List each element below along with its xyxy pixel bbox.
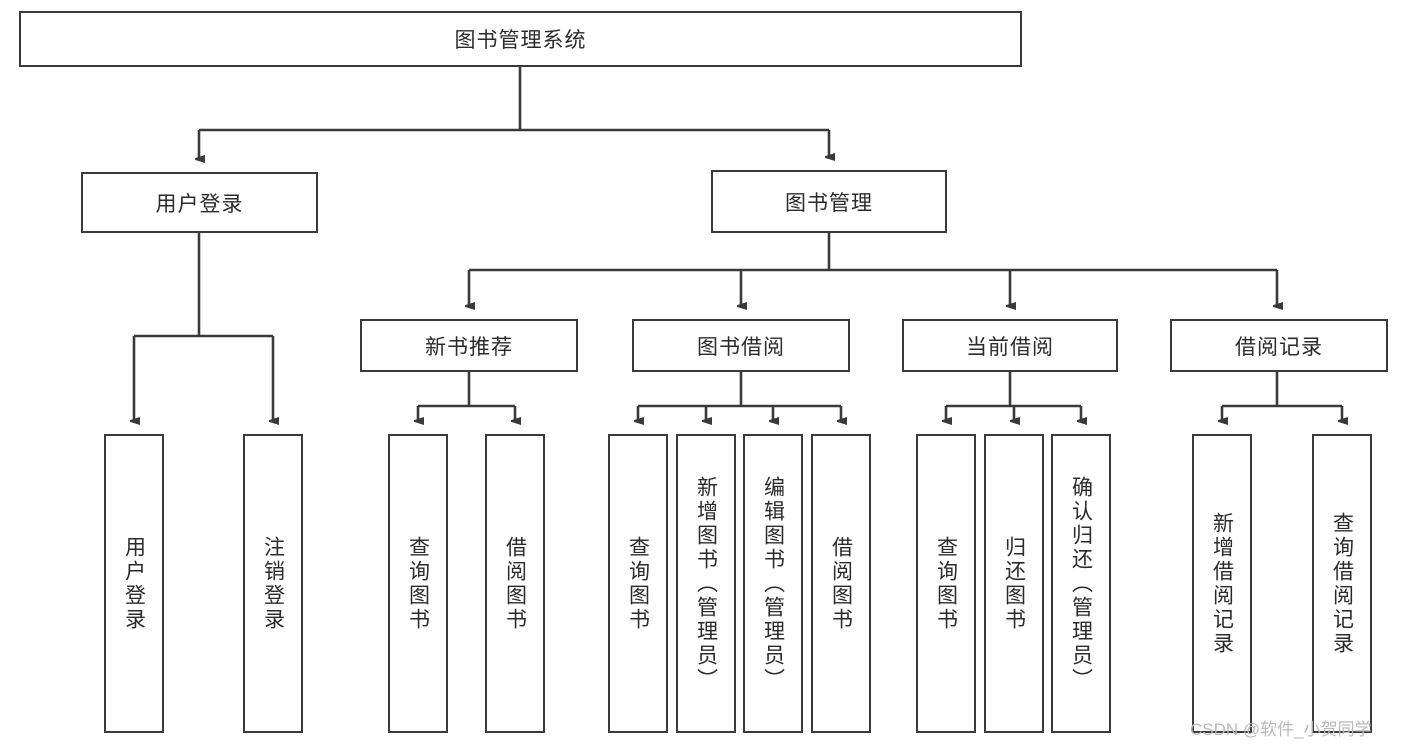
node-leaf-logout-label: 注销登录 [261,535,285,632]
node-leaf-query-book-2-label: 查询图书 [626,535,650,632]
node-leaf-query-book-3[interactable]: 查询图书 [916,434,976,733]
node-leaf-query-book-1[interactable]: 查询图书 [388,434,448,733]
node-leaf-query-record-label: 查询借阅记录 [1330,511,1354,656]
node-leaf-add-record-label: 新增借阅记录 [1210,511,1234,656]
node-leaf-borrow-book-1-label: 借阅图书 [503,535,527,632]
node-leaf-return-book-label: 归还图书 [1002,535,1026,632]
node-leaf-borrow-book-1[interactable]: 借阅图书 [485,434,545,733]
node-leaf-borrow-book-2[interactable]: 借阅图书 [811,434,871,733]
node-root[interactable]: 图书管理系统 [19,11,1022,67]
node-leaf-add-book-label: 新增图书（管理员） [694,475,718,692]
node-user-login-label: 用户登录 [155,192,244,216]
node-leaf-borrow-book-2-label: 借阅图书 [829,535,853,632]
node-book-borrow[interactable]: 图书借阅 [632,319,850,372]
node-new-book-recommend[interactable]: 新书推荐 [360,319,578,372]
node-leaf-add-record[interactable]: 新增借阅记录 [1192,434,1252,733]
node-borrow-record-label: 借阅记录 [1235,335,1323,359]
node-borrow-record[interactable]: 借阅记录 [1170,319,1388,372]
node-book-borrow-label: 图书借阅 [697,335,785,359]
node-root-label: 图书管理系统 [454,29,587,52]
node-leaf-edit-book[interactable]: 编辑图书（管理员） [743,434,803,733]
node-current-borrow-label: 当前借阅 [966,335,1054,359]
node-leaf-confirm-return[interactable]: 确认归还（管理员） [1051,434,1111,733]
node-leaf-query-book-1-label: 查询图书 [406,535,430,632]
node-leaf-user-login[interactable]: 用户登录 [104,434,164,733]
node-new-book-recommend-label: 新书推荐 [425,335,513,359]
node-leaf-user-login-label: 用户登录 [122,535,146,632]
watermark-text: CSDN @软件_小贺同学 [1190,720,1372,739]
node-user-login[interactable]: 用户登录 [81,172,318,233]
node-book-management[interactable]: 图书管理 [711,170,947,233]
node-leaf-edit-book-label: 编辑图书（管理员） [761,475,785,692]
node-book-management-label: 图书管理 [785,191,873,215]
node-leaf-query-book-2[interactable]: 查询图书 [608,434,668,733]
node-leaf-logout[interactable]: 注销登录 [243,434,303,733]
node-leaf-return-book[interactable]: 归还图书 [984,434,1044,733]
node-leaf-confirm-return-label: 确认归还（管理员） [1069,475,1093,692]
node-leaf-query-book-3-label: 查询图书 [934,535,958,632]
node-leaf-query-record[interactable]: 查询借阅记录 [1312,434,1372,733]
node-leaf-add-book[interactable]: 新增图书（管理员） [676,434,736,733]
node-current-borrow[interactable]: 当前借阅 [902,319,1118,372]
